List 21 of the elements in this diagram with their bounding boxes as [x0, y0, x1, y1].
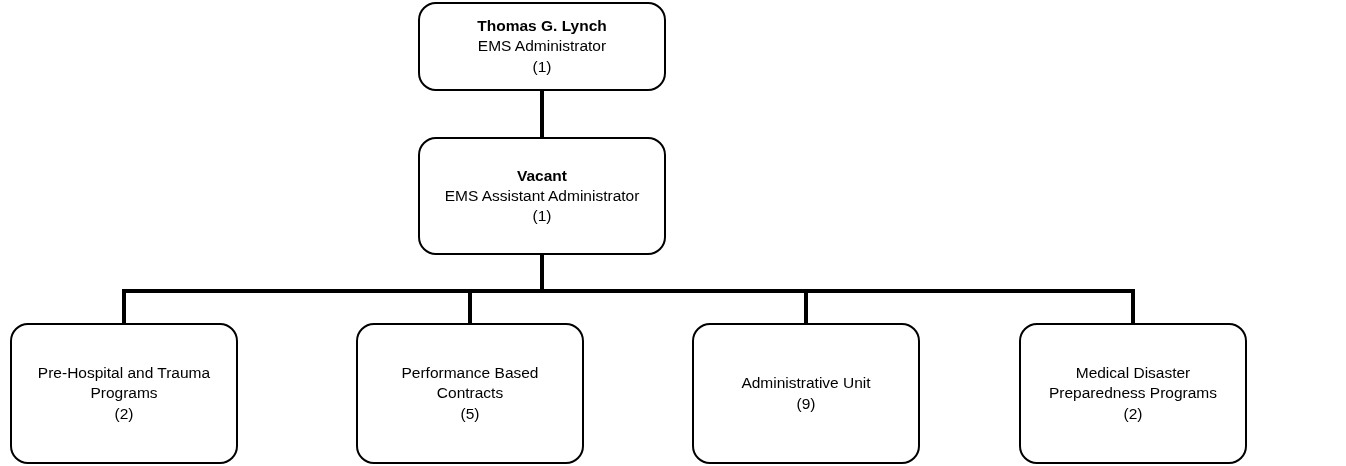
unit-title: Performance Based Contracts: [400, 363, 540, 404]
staff-count: (9): [796, 393, 816, 414]
unit-title: EMS Administrator: [477, 36, 607, 57]
org-box: [356, 323, 584, 464]
staff-count: (2): [114, 403, 134, 424]
staff-count: (1): [532, 56, 552, 77]
unit-title: EMS Assistant Administrator: [444, 185, 640, 206]
person-name: Thomas G. Lynch: [477, 16, 607, 37]
staff-count: (2): [1123, 403, 1143, 424]
staff-count: (5): [460, 403, 480, 424]
org-box: [10, 323, 238, 464]
org-box: [418, 137, 666, 255]
connector-line: [540, 91, 544, 137]
org-box: [1019, 323, 1247, 464]
person-name: Vacant: [517, 165, 567, 186]
staff-count: (1): [532, 206, 552, 227]
org-box: [418, 2, 666, 91]
org-box: [692, 323, 920, 464]
unit-title: Pre-Hospital and Trauma Programs: [36, 363, 212, 404]
unit-title: Administrative Unit: [741, 373, 871, 394]
unit-title: Medical Disaster Preparedness Programs: [1048, 363, 1218, 404]
